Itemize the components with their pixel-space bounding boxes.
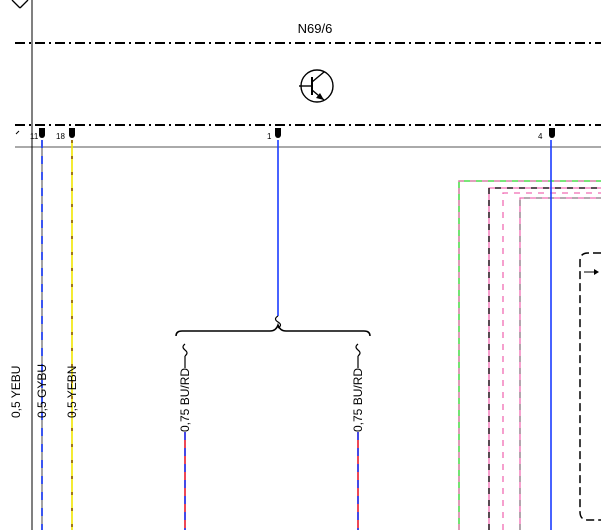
harness-outer-green-pink: [458, 180, 601, 530]
pin-connectors: [15, 128, 555, 138]
wire-bu-rd-left: [182, 343, 188, 530]
wire-label-yebn: 0,5 YEBN: [65, 366, 79, 418]
transistor-icon: [299, 69, 334, 103]
wire-label-bu-rd-right: 0,75 BU/RD: [351, 368, 365, 432]
splice-brace: [175, 322, 371, 337]
pin-label-18: 18: [56, 132, 65, 141]
wire-pin1-blue: [274, 140, 282, 329]
harness-inner-pink: [502, 192, 601, 530]
pin-label-1: 1: [267, 132, 272, 141]
wire-label-gybu: 0,5 GYBU: [35, 364, 49, 418]
wire-bu-rd-right: [355, 343, 361, 530]
harness-pink-grey: [519, 197, 601, 530]
pin-label-4: 4: [538, 132, 543, 141]
wire-label-bu-rd-left: 0,75 BU/RD: [178, 368, 192, 432]
harness-black-pink: [488, 187, 601, 530]
component-name: N69/6: [298, 21, 333, 36]
component-box: [15, 0, 601, 530]
sub-component-box: [579, 252, 601, 521]
pin-label-11: 11: [30, 132, 39, 141]
corner-cross-icon: [11, 0, 29, 9]
wire-label-left-edge: 0,5 YEBU: [9, 366, 23, 418]
